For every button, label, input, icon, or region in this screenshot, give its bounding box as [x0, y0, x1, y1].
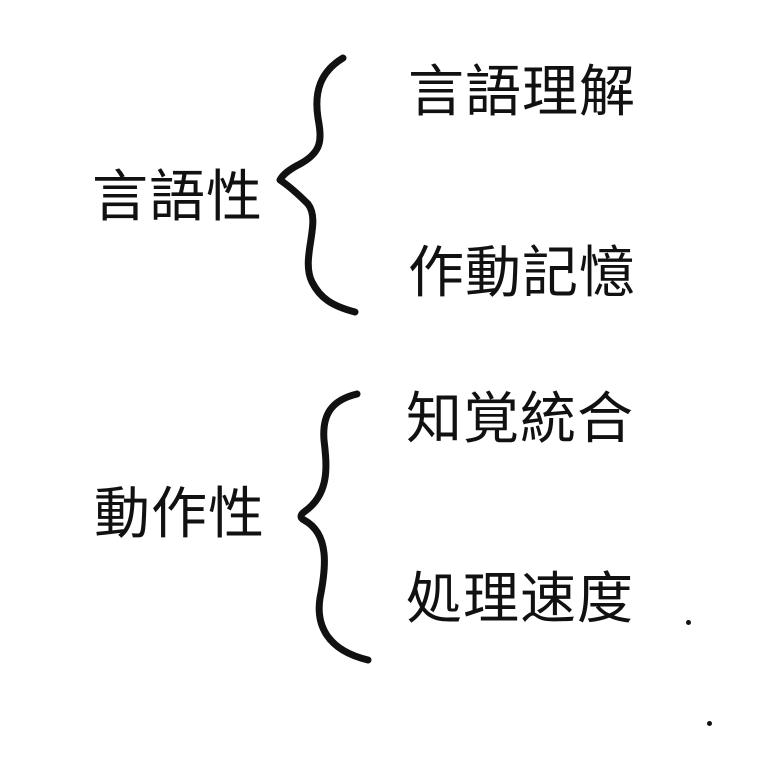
sub-label-perceptual-integration: 知覚統合	[406, 387, 634, 452]
group-label-performance: 動作性	[94, 482, 265, 547]
sub-label-processing-speed: 処理速度	[406, 567, 634, 632]
dot-mark	[707, 721, 712, 726]
sub-label-working-memory: 作動記憶	[408, 241, 636, 306]
sub-label-verbal-comprehension: 言語理解	[408, 60, 636, 125]
group-label-verbal: 言語性	[92, 165, 263, 230]
dot-mark	[686, 620, 691, 625]
